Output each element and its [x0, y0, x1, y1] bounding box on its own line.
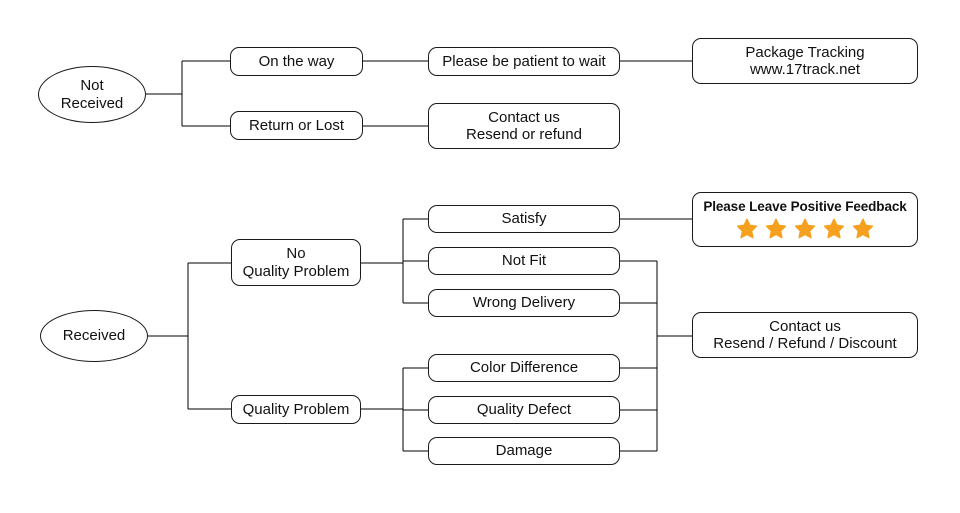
- node-quality-problem[interactable]: Quality Problem: [231, 395, 361, 424]
- node-not-received-line1: Not: [80, 77, 104, 95]
- node-not-received-line2: Received: [60, 94, 124, 112]
- star-rating[interactable]: [736, 218, 874, 240]
- node-package-tracking[interactable]: Package Tracking www.17track.net: [692, 38, 918, 84]
- star-icon[interactable]: [794, 218, 816, 240]
- node-quality-defect[interactable]: Quality Defect: [428, 396, 620, 424]
- node-please-be-patient[interactable]: Please be patient to wait: [428, 47, 620, 76]
- node-damage[interactable]: Damage: [428, 437, 620, 465]
- node-received[interactable]: Received: [40, 310, 148, 362]
- node-quality-problem-line1: Quality Problem: [242, 400, 350, 418]
- node-contact-discount-line1: Contact us: [769, 317, 841, 335]
- node-on-the-way[interactable]: On the way: [230, 47, 363, 76]
- node-on-the-way-label: On the way: [258, 52, 335, 70]
- node-please-be-patient-line1: Please be patient to wait: [442, 52, 606, 70]
- feedback-title: Please Leave Positive Feedback: [703, 199, 907, 215]
- node-return-or-lost[interactable]: Return or Lost: [230, 111, 363, 140]
- node-contact-resend-refund[interactable]: Contact us Resend or refund: [428, 103, 620, 149]
- node-package-tracking-line1: Package Tracking: [745, 43, 865, 61]
- star-icon[interactable]: [736, 218, 758, 240]
- star-icon[interactable]: [765, 218, 787, 240]
- node-satisfy-label: Satisfy: [501, 210, 547, 228]
- node-contact-resend-refund-line1: Contact us: [488, 108, 560, 126]
- star-icon[interactable]: [823, 218, 845, 240]
- node-wrong-delivery[interactable]: Wrong Delivery: [428, 289, 620, 317]
- node-color-difference[interactable]: Color Difference: [428, 354, 620, 382]
- star-icon[interactable]: [852, 218, 874, 240]
- node-no-quality-problem-line1: No: [286, 245, 306, 263]
- node-color-difference-label: Color Difference: [469, 359, 579, 377]
- node-damage-label: Damage: [495, 442, 553, 460]
- node-positive-feedback[interactable]: Please Leave Positive Feedback: [692, 192, 918, 247]
- node-not-fit-label: Not Fit: [501, 252, 547, 270]
- node-quality-defect-label: Quality Defect: [476, 401, 572, 419]
- node-package-tracking-line2: www.17track.net: [749, 61, 861, 78]
- node-contact-discount-line2: Resend / Refund / Discount: [713, 335, 897, 352]
- node-not-fit[interactable]: Not Fit: [428, 247, 620, 275]
- node-not-received[interactable]: Not Received: [38, 66, 146, 123]
- node-return-or-lost-label: Return or Lost: [248, 116, 345, 134]
- node-no-quality-problem[interactable]: No Quality Problem: [231, 239, 361, 286]
- node-satisfy[interactable]: Satisfy: [428, 205, 620, 233]
- node-received-label: Received: [62, 327, 126, 345]
- node-wrong-delivery-label: Wrong Delivery: [472, 294, 576, 312]
- node-contact-resend-refund-line2: Resend or refund: [466, 126, 582, 143]
- node-no-quality-problem-line2: Quality Problem: [242, 262, 350, 280]
- node-contact-resend-refund-discount[interactable]: Contact us Resend / Refund / Discount: [692, 312, 918, 358]
